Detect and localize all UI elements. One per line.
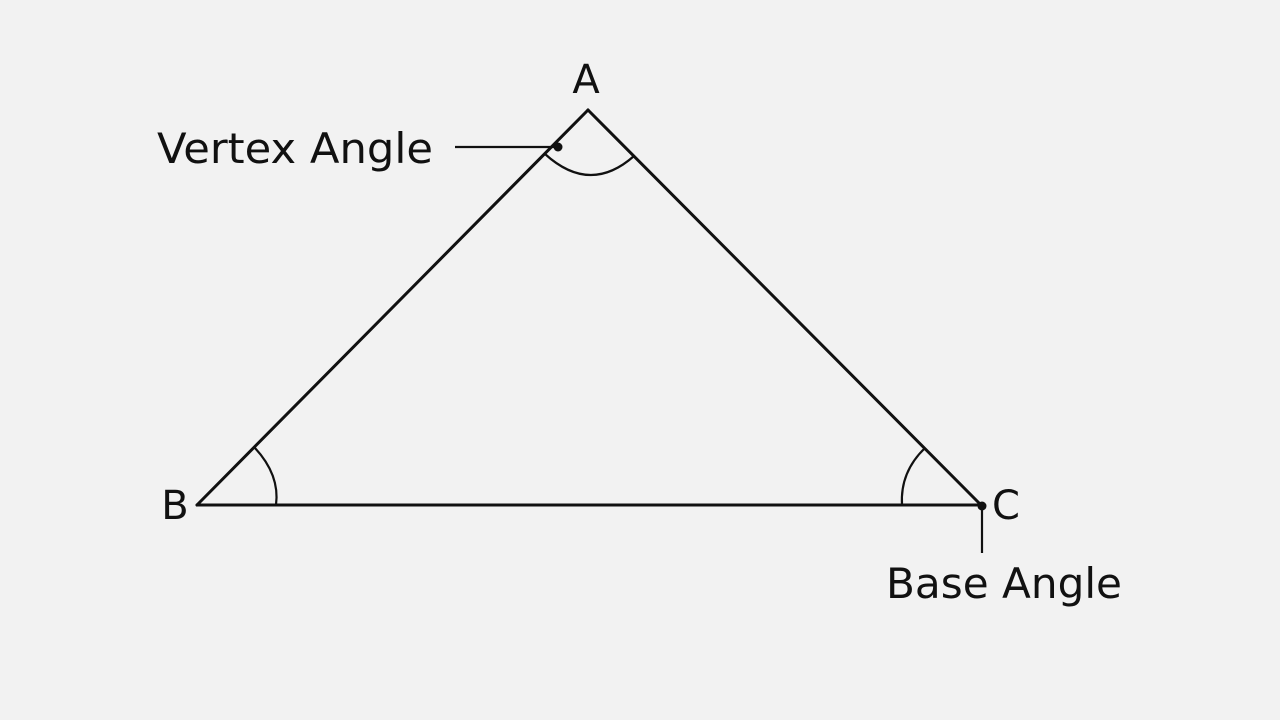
vertex-angle-marker-dot <box>553 142 563 152</box>
vertex-angle-arc <box>544 153 635 177</box>
base-angle-label: Base Angle <box>886 559 1122 608</box>
base-angle-c-arc <box>900 447 926 506</box>
vertex-label-a: A <box>572 57 600 103</box>
side-ab <box>195 108 590 507</box>
vertex-angle-label: Vertex Angle <box>157 124 433 173</box>
base-angle-b-arc <box>254 447 278 506</box>
side-ac <box>586 108 983 507</box>
triangle <box>195 108 983 507</box>
vertex-label-b: B <box>161 483 188 529</box>
vertex-label-c: C <box>992 483 1020 529</box>
